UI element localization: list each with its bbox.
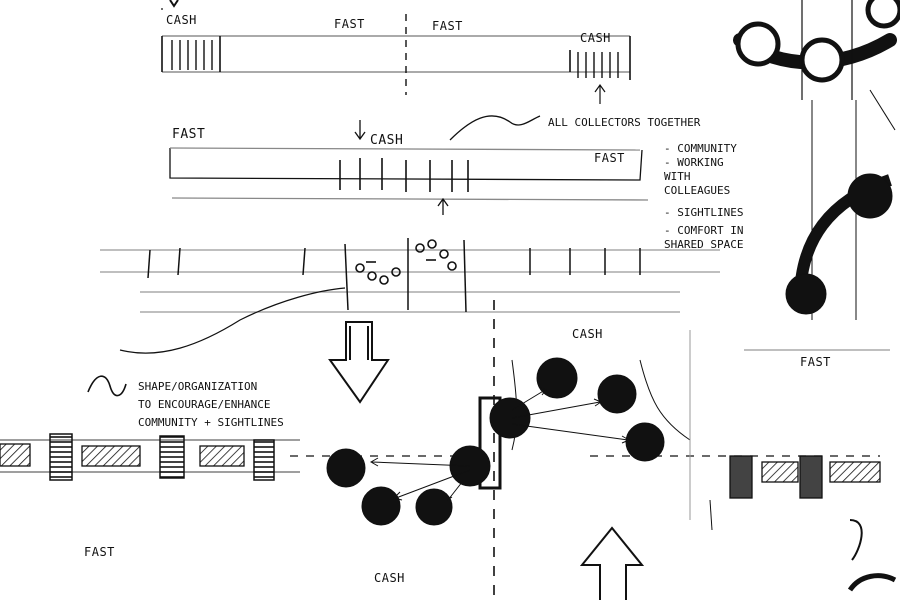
bottom-fast-right-label: FAST xyxy=(800,355,831,369)
bottom-cash-label: CASH xyxy=(572,327,603,341)
caption-line-3: COMMUNITY + SIGHTLINES xyxy=(138,416,284,429)
top-cash-right-label: CASH xyxy=(580,31,611,45)
bottom-cash-low-label: CASH xyxy=(374,571,405,585)
annotation-bullet-6: - COMFORT IN xyxy=(664,224,744,237)
down-arrow xyxy=(328,321,390,404)
annotation-bullet-2: - WORKING xyxy=(664,156,724,169)
collectors xyxy=(326,357,665,526)
sightline-arrows xyxy=(369,387,631,502)
caption-squiggle xyxy=(87,287,346,397)
annotation-bullet-3: WITH xyxy=(664,170,691,183)
annotation-heading: ALL COLLECTORS TOGETHER xyxy=(548,116,701,129)
top-cash-left-label: CASH xyxy=(166,13,197,27)
caption-line-2: TO ENCOURAGE/ENHANCE xyxy=(138,398,271,411)
mid-fast-right-label: FAST xyxy=(594,151,625,165)
right-edge-rings xyxy=(733,0,900,592)
bottom-fast-left-label: FAST xyxy=(84,545,115,559)
top-plan-strip xyxy=(161,0,631,104)
middle-plan xyxy=(169,115,649,215)
section-row xyxy=(100,238,720,313)
up-arrow xyxy=(579,526,645,600)
annotation-bullet-5: - SIGHTLINES xyxy=(664,206,744,219)
top-fast-left-label: FAST xyxy=(334,17,365,31)
mid-fast-left-label: FAST xyxy=(172,127,206,142)
small-circles xyxy=(355,239,457,285)
caption-line-1: SHAPE/ORGANIZATION xyxy=(138,380,258,393)
bottom-plan xyxy=(0,300,890,600)
mid-cash-label: CASH xyxy=(370,133,404,148)
annotation-bullet-4: COLLEAGUES xyxy=(664,184,731,197)
annotation-bullet-1: - COMMUNITY xyxy=(664,142,737,155)
top-fast-right-label: FAST xyxy=(432,19,463,33)
annotation-bullet-7: SHARED SPACE xyxy=(664,238,744,251)
